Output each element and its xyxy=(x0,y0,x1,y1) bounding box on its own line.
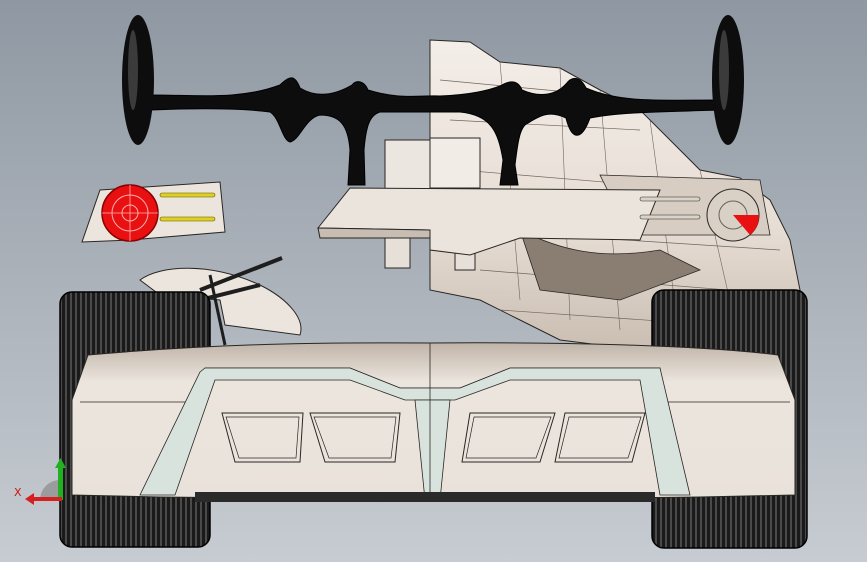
left-suspension xyxy=(139,256,302,346)
diffuser-vent-1 xyxy=(221,412,304,463)
diffuser-vent-2 xyxy=(309,412,401,463)
right-headlight-pod xyxy=(639,188,760,242)
engine-cover-plate xyxy=(316,187,661,256)
rear-wing xyxy=(122,15,744,186)
x-axis-arrow xyxy=(32,497,62,501)
diffuser-vent-4 xyxy=(554,412,646,463)
coordinate-triad[interactable]: X xyxy=(14,458,66,505)
rear-diffuser xyxy=(71,342,796,502)
z-axis-marker xyxy=(40,480,60,500)
y-axis-arrow xyxy=(58,465,63,500)
diffuser-vent-3 xyxy=(461,412,556,463)
x-axis-label: X xyxy=(14,486,22,499)
left-headlight-pod xyxy=(81,181,226,243)
